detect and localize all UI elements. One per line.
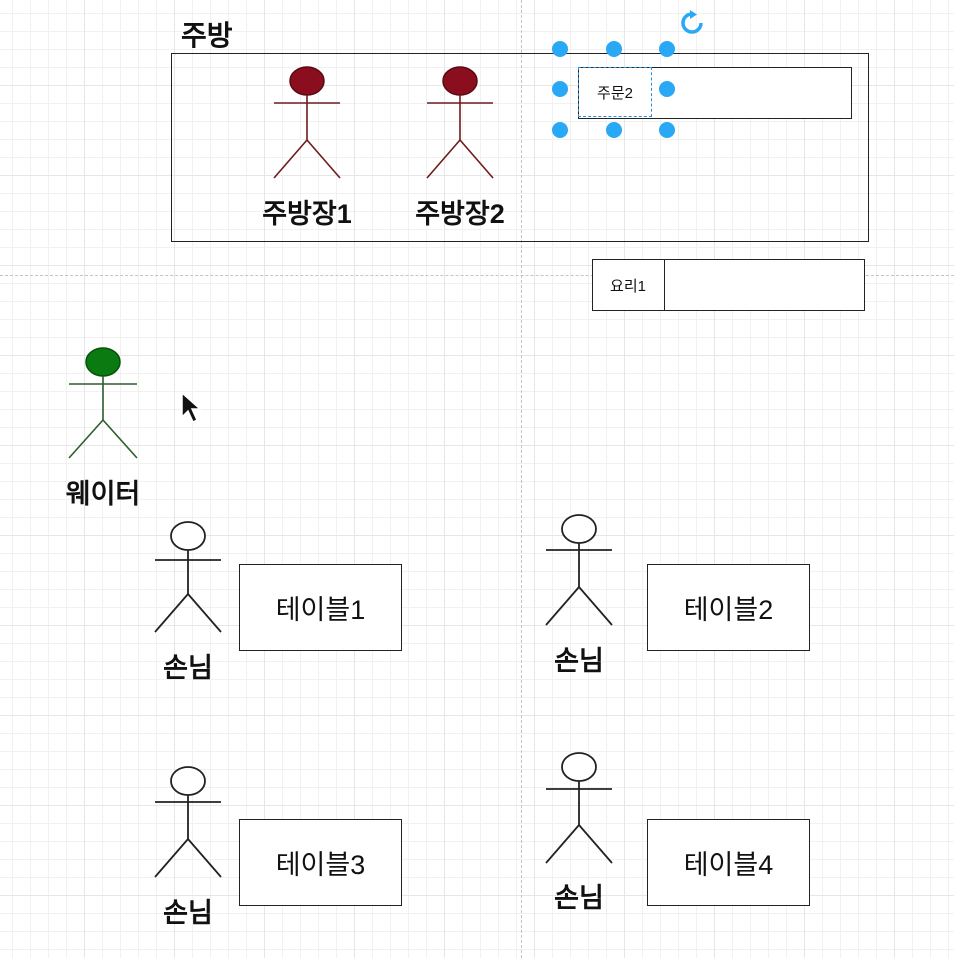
kitchen-title: 주방 xyxy=(181,20,233,51)
dish-queue-box[interactable] xyxy=(592,259,865,311)
table-3-box[interactable]: 테이블3 xyxy=(239,819,402,906)
customer-2-actor-icon[interactable] xyxy=(543,513,615,627)
horizontal-guide-line xyxy=(0,275,954,276)
waiter-name: 웨이터 xyxy=(65,479,141,509)
customer-3-name: 손님 xyxy=(163,898,213,928)
resize-handle-bottom[interactable] xyxy=(606,122,622,138)
chef-2-name: 주방장2 xyxy=(415,199,505,229)
chef-2-actor-icon[interactable] xyxy=(422,66,498,180)
waiter-actor-icon[interactable] xyxy=(66,346,140,460)
resize-handle-bottom-left[interactable] xyxy=(552,122,568,138)
resize-handle-right[interactable] xyxy=(659,81,675,97)
customer-4-actor-icon[interactable] xyxy=(543,751,615,865)
chef-1-actor-icon[interactable] xyxy=(269,66,345,180)
kitchen-container[interactable] xyxy=(171,53,869,242)
table-4-box[interactable]: 테이블4 xyxy=(647,819,810,906)
vertical-guide-line xyxy=(521,0,522,958)
customer-4-name: 손님 xyxy=(554,883,604,913)
resize-handle-top-right[interactable] xyxy=(659,41,675,57)
table-1-box[interactable]: 테이블1 xyxy=(239,564,402,651)
customer-3-actor-icon[interactable] xyxy=(152,765,224,879)
resize-handle-top-left[interactable] xyxy=(552,41,568,57)
customer-1-actor-icon[interactable] xyxy=(152,520,224,634)
customer-1-name: 손님 xyxy=(163,653,213,683)
mouse-cursor-icon xyxy=(181,391,202,424)
resize-handle-top[interactable] xyxy=(606,41,622,57)
rotate-handle-icon[interactable] xyxy=(679,10,705,36)
table-2-box[interactable]: 테이블2 xyxy=(647,564,810,651)
order-item[interactable]: 주문2 xyxy=(578,67,652,117)
dish-item[interactable]: 요리1 xyxy=(592,260,665,310)
chef-1-name: 주방장1 xyxy=(262,199,352,229)
resize-handle-left[interactable] xyxy=(552,81,568,97)
customer-2-name: 손님 xyxy=(554,646,604,676)
resize-handle-bottom-right[interactable] xyxy=(659,122,675,138)
